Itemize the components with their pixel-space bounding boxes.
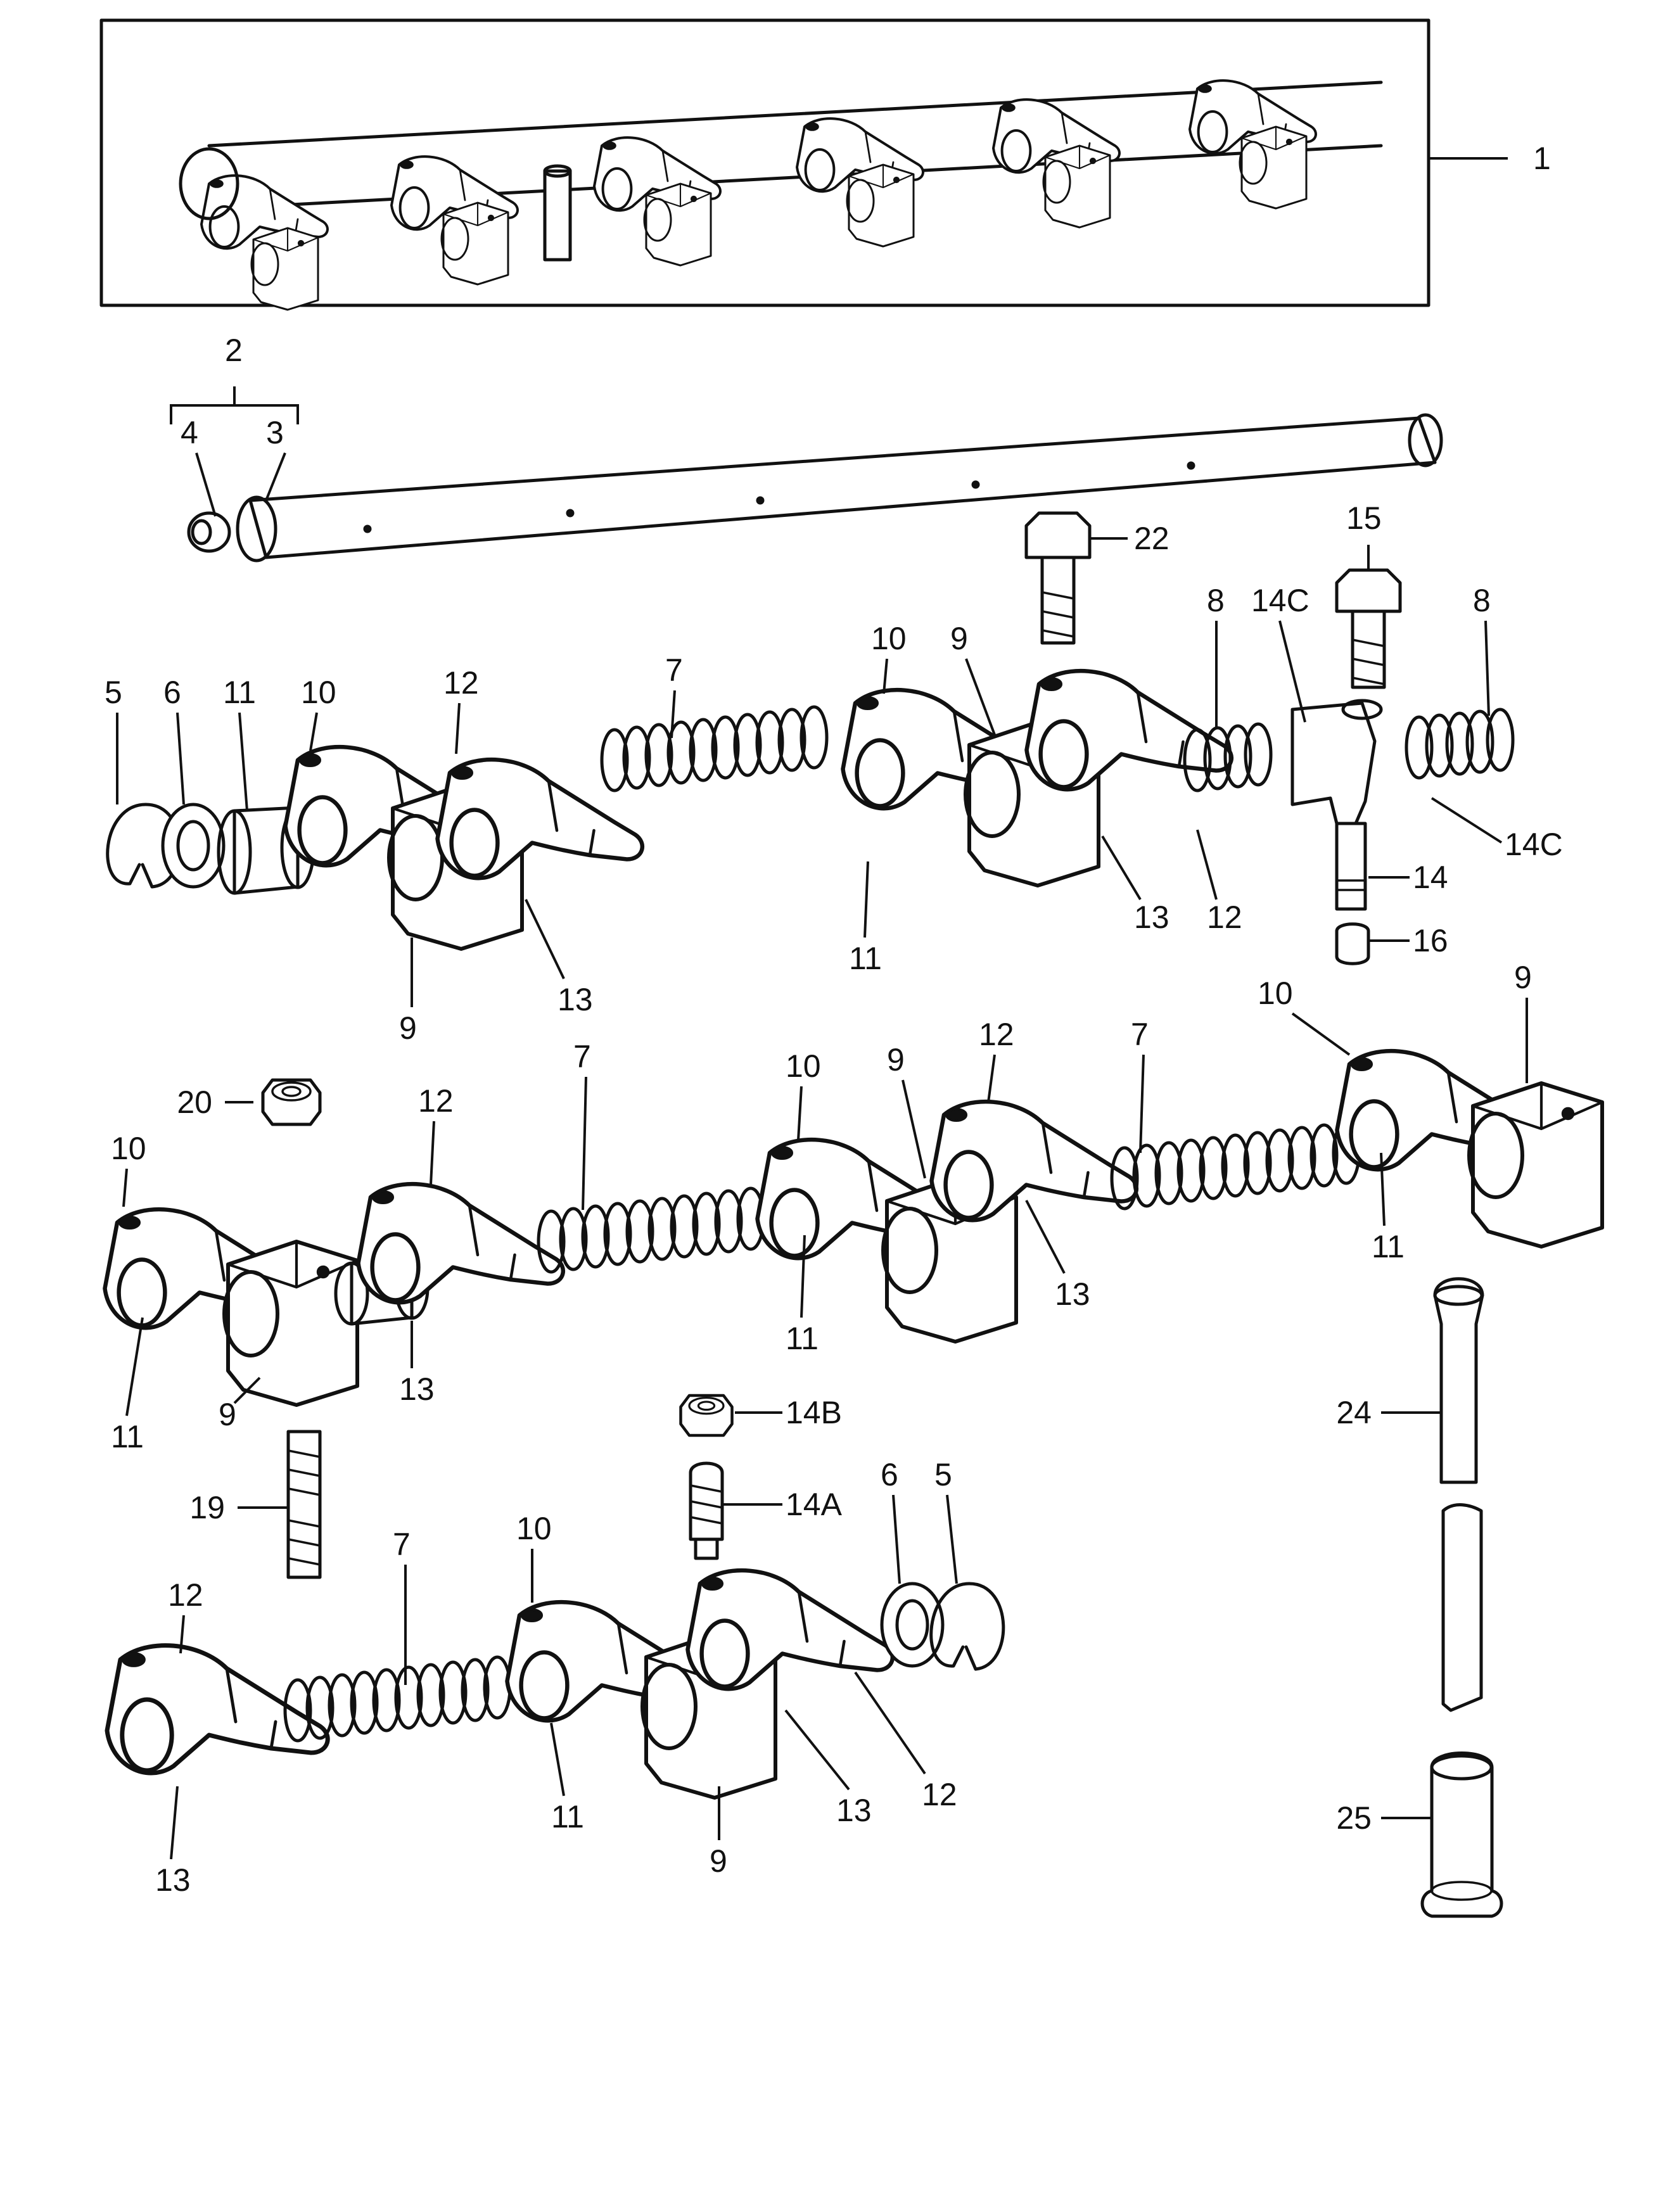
callout-12c: 12 [418,1083,454,1119]
callout-13c: 13 [399,1371,435,1407]
assembled-rocker-shaft-box [99,18,1430,311]
callout-13b: 13 [1134,899,1169,935]
row-3-parts [107,1570,1005,1798]
callout-6b: 6 [881,1457,898,1492]
callout-13e: 13 [155,1862,191,1898]
callout-7a: 7 [665,652,683,688]
callout-14a: 14A [786,1487,843,1522]
callout-12d: 12 [979,1017,1014,1052]
callout-9d: 9 [887,1042,905,1077]
callout-7b: 7 [573,1039,591,1074]
callout-5: 5 [105,675,122,710]
callout-12e: 12 [168,1577,203,1613]
callout-14: 14 [1413,860,1448,895]
callout-12f: 12 [922,1777,957,1812]
callout-7c: 7 [1131,1017,1149,1052]
callout-13a: 13 [558,982,593,1017]
callout-22: 22 [1134,521,1169,556]
tube-25 [1420,1751,1503,1918]
bolt-15 [1335,568,1402,689]
callout-9c: 9 [219,1397,236,1432]
callout-9b: 9 [950,621,968,656]
callout-5b: 5 [934,1457,952,1492]
callout-25: 25 [1336,1800,1372,1836]
callout-11d: 11 [786,1321,819,1356]
callout-7d: 7 [393,1527,411,1562]
callout-6: 6 [163,675,181,710]
callout-14c-b: 14C [1505,827,1563,862]
callout-16: 16 [1413,923,1448,958]
callout-11b: 11 [849,941,882,976]
callout-19: 19 [189,1490,225,1525]
callout-13f: 13 [836,1793,872,1828]
callout-11f: 11 [551,1799,584,1834]
callout-24: 24 [1336,1395,1372,1430]
callout-14b: 14B [786,1395,842,1430]
callout-8a: 8 [1207,583,1225,618]
callout-3: 3 [266,415,284,450]
push-rod-24 [1433,1277,1484,1712]
callout-10b: 10 [871,621,907,656]
row-1-parts [106,671,1513,965]
callout-12a: 12 [443,665,479,701]
callout-11e: 11 [1372,1229,1405,1264]
callout-1: 1 [1533,141,1551,176]
callout-4: 4 [181,415,198,450]
stud-14a [689,1461,724,1560]
callout-10d: 10 [786,1048,821,1084]
rocker-shaft [236,413,1443,563]
callout-12b: 12 [1207,899,1242,935]
callout-10c: 10 [111,1131,146,1166]
callout-10f: 10 [516,1511,552,1546]
row-2-parts [105,1051,1603,1405]
callout-20: 20 [177,1084,212,1120]
callout-15: 15 [1346,500,1382,536]
callout-9f: 9 [710,1843,727,1879]
stud-19 [286,1430,322,1579]
callout-11c: 11 [111,1419,144,1454]
bolt-22 [1024,511,1092,645]
callout-11a: 11 [223,675,256,710]
callout-14c-a: 14C [1251,583,1309,618]
callout-13d: 13 [1055,1276,1090,1312]
callout-10a: 10 [301,675,336,710]
callout-10e: 10 [1258,976,1293,1011]
shaft-plug [187,511,231,553]
callout-9a: 9 [399,1010,417,1046]
callout-9e: 9 [1514,960,1532,995]
callout-8b: 8 [1473,583,1491,618]
nut-14b [681,1395,732,1435]
callout-2: 2 [225,333,243,368]
